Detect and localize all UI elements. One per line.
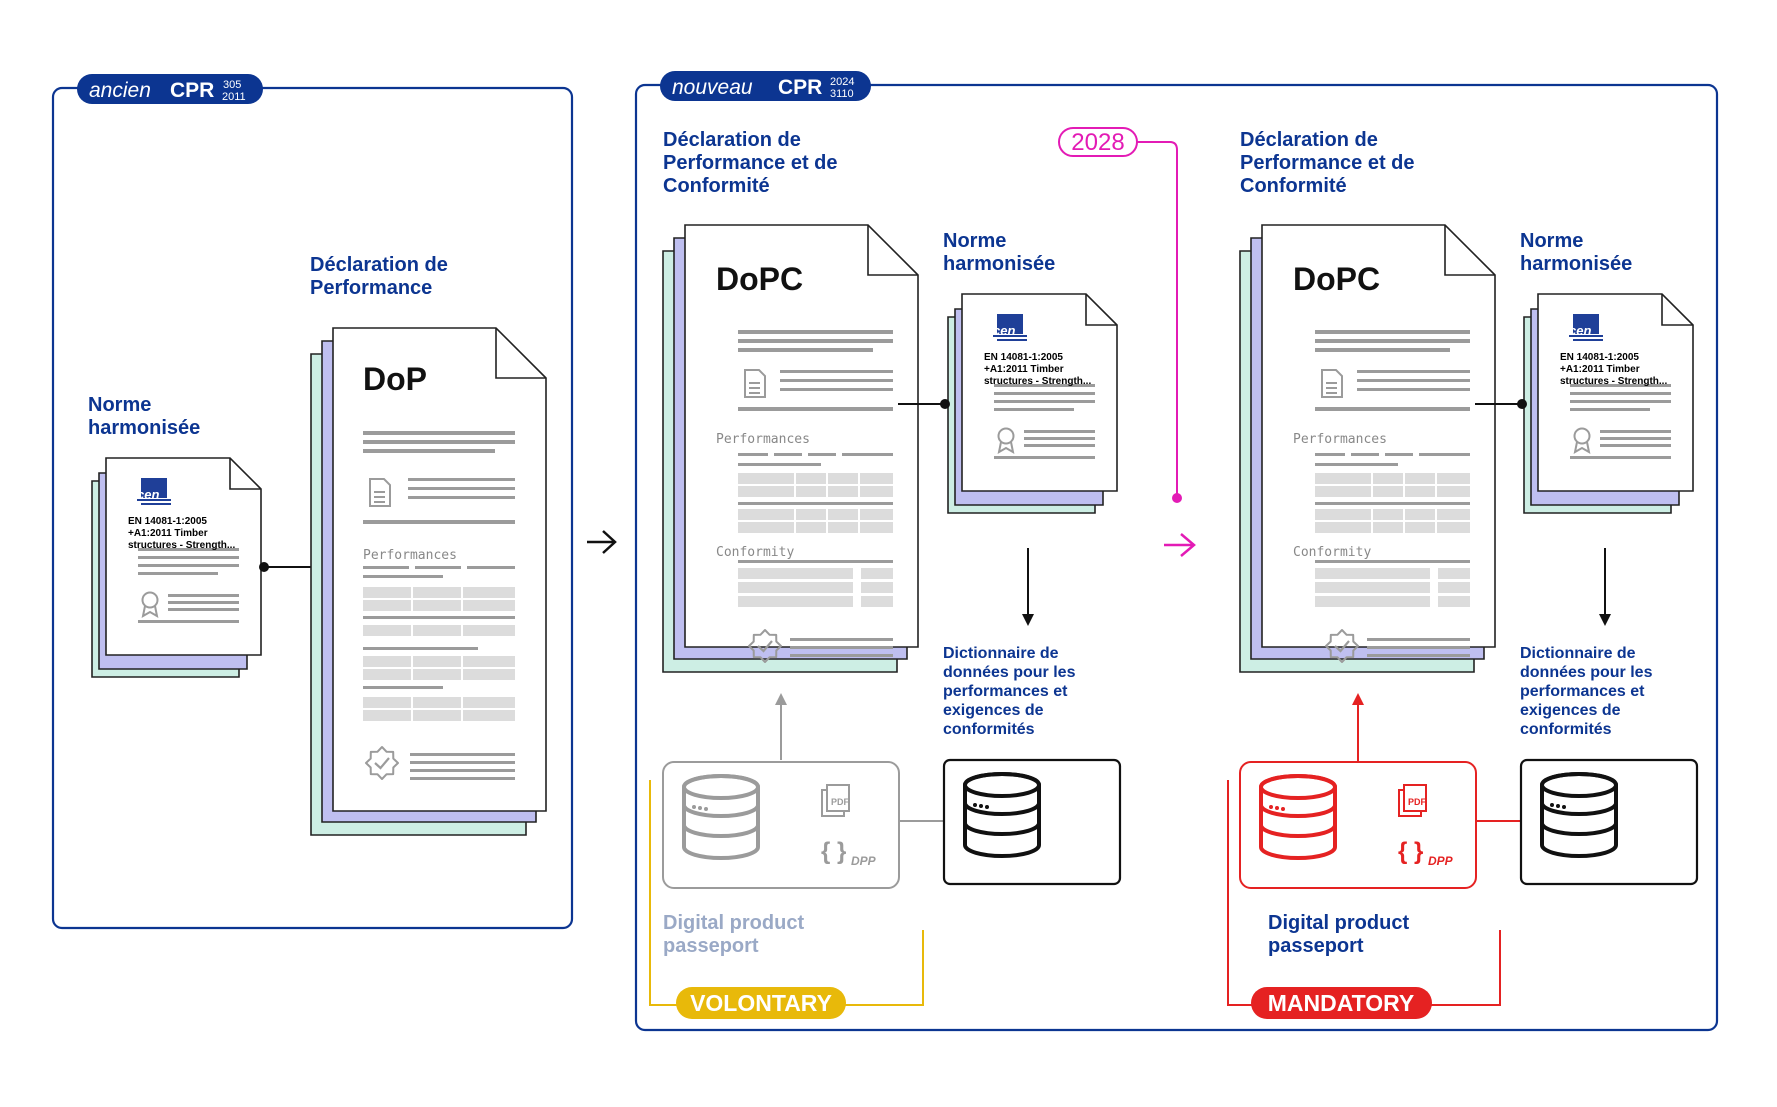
new-cpr-tag [660, 71, 871, 101]
new-norm-b-cen-logo: cen [1569, 323, 1591, 338]
dpp-a-braces-icon: { } [821, 838, 846, 865]
new-norm-b-document [1523, 293, 1694, 514]
old-norm-ref-line2: +A1:2011 Timber [128, 528, 208, 539]
old-cpr-tag-num-bottom: 2011 [222, 91, 246, 103]
old-norm-title-line2: harmonisée [88, 417, 200, 439]
dict-b-db-box [1519, 758, 1699, 886]
dopc-b-section-performances: Performances [1293, 432, 1387, 447]
old-norm-connector-dot [259, 562, 269, 572]
new-norm-a-cen-logo: cen [993, 323, 1015, 338]
new-norm-b-title-line2: harmonisée [1520, 253, 1632, 275]
dict-b-line5: conformités [1520, 721, 1612, 738]
dpp-b-braces-icon: { } [1398, 838, 1423, 865]
new-cpr-tag-cpr: CPR [778, 76, 822, 99]
new-norm-a-ref-line1: EN 14081-1:2005 [984, 352, 1063, 363]
old-norm-title-line1: Norme [88, 394, 151, 416]
voluntary-badge [676, 987, 846, 1019]
old-norm-ref-line3: structures - Strength... [128, 540, 235, 551]
old-cpr-panel-frame [51, 86, 574, 930]
transition-2028-arrow [1164, 533, 1196, 557]
new-norm-a-title-line1: Norme [943, 230, 1006, 252]
mandatory-label: MANDATORY [1268, 990, 1415, 1016]
dpp-a-pdf-label: PDF [831, 797, 850, 807]
dopc-a-section-performances: Performances [716, 432, 810, 447]
new-norm-b-connector-dot [1517, 399, 1527, 409]
dpp-b-title-line2: passeport [1268, 935, 1364, 957]
dpp-a-title-line2: passeport [663, 935, 759, 957]
dopc-a-title-line2: Performance et de [663, 152, 838, 174]
year-2028-connector-dot [1172, 493, 1182, 503]
norm-a-to-dict-arrowhead [1022, 614, 1034, 626]
dop-section-performances: Performances [363, 548, 457, 563]
new-norm-a-document [947, 293, 1118, 514]
dop-title-line2: Performance [310, 277, 432, 299]
old-cpr-tag-cpr: CPR [170, 79, 214, 102]
new-norm-b-ref-line2: +A1:2011 Timber [1560, 364, 1640, 375]
dict-b-line2: données pour les [1520, 664, 1653, 681]
mandatory-badge [1251, 987, 1432, 1019]
new-cpr-panel-frame [634, 83, 1719, 1032]
norm-b-to-dict-arrowhead [1599, 614, 1611, 626]
dpp-a-box [662, 761, 900, 889]
voluntary-label: VOLONTARY [690, 990, 832, 1016]
dict-b-line4: exigences de [1520, 702, 1621, 719]
dopc-b-section-conformity: Conformity [1293, 545, 1371, 560]
dopc-a-title-line1: Déclaration de [663, 129, 801, 151]
dict-a-line1: Dictionnaire de [943, 645, 1059, 662]
dop-title-line1: Déclaration de [310, 254, 448, 276]
dict-b-line3: performances et [1520, 683, 1645, 700]
old-cpr-tag [77, 74, 263, 104]
dopc-a-section-conformity: Conformity [716, 545, 794, 560]
old-norm-ref-line1: EN 14081-1:2005 [128, 516, 207, 527]
dopc-a-heading: DoPC [716, 261, 803, 297]
dpp-a-title-line1: Digital product [663, 912, 804, 934]
dopc-b-title-line2: Performance et de [1240, 152, 1415, 174]
dopc-b-heading: DoPC [1293, 261, 1380, 297]
dict-a-line5: conformités [943, 721, 1035, 738]
new-norm-a-ref-line3: structures - Strength... [984, 376, 1091, 387]
old-cpr-tag-num-top: 305 [223, 79, 241, 91]
dopc-b-title-line3: Conformité [1240, 175, 1347, 197]
dict-a-line2: données pour les [943, 664, 1076, 681]
old-norm-cen-logo: cen [137, 487, 159, 502]
new-norm-b-title-line1: Norme [1520, 230, 1583, 252]
dpp-a-sub-label: DPP [851, 854, 877, 868]
new-norm-b-ref-line1: EN 14081-1:2005 [1560, 352, 1639, 363]
dpp-a-up-arrowhead [775, 693, 787, 705]
transition-arrow [587, 530, 617, 554]
new-cpr-tag-num-top: 2024 [830, 76, 854, 88]
new-cpr-tag-num-bottom: 3110 [830, 88, 854, 100]
old-cpr-tag-word: ancien [89, 79, 151, 102]
dop-document [310, 327, 547, 836]
year-2028-label: 2028 [1071, 129, 1124, 156]
new-cpr-tag-word: nouveau [672, 76, 753, 99]
dop-heading: DoP [363, 361, 427, 397]
dict-a-db-box [942, 758, 1122, 886]
dpp-b-up-arrowhead [1352, 693, 1364, 705]
year-2028-connector [1137, 141, 1178, 495]
dopc-a-title-line3: Conformité [663, 175, 770, 197]
new-norm-a-ref-line2: +A1:2011 Timber [984, 364, 1064, 375]
dpp-b-box [1239, 761, 1477, 889]
dpp-b-sub-label: DPP [1428, 854, 1454, 868]
new-norm-b-ref-line3: structures - Strength... [1560, 376, 1667, 387]
dict-b-line1: Dictionnaire de [1520, 645, 1636, 662]
new-norm-a-connector-dot [940, 399, 950, 409]
old-norm-document [91, 457, 262, 678]
dict-a-line4: exigences de [943, 702, 1044, 719]
dopc-b-title-line1: Déclaration de [1240, 129, 1378, 151]
dpp-b-title-line1: Digital product [1268, 912, 1409, 934]
new-norm-a-title-line2: harmonisée [943, 253, 1055, 275]
dict-a-line3: performances et [943, 683, 1068, 700]
dpp-b-pdf-label: PDF [1408, 797, 1427, 807]
